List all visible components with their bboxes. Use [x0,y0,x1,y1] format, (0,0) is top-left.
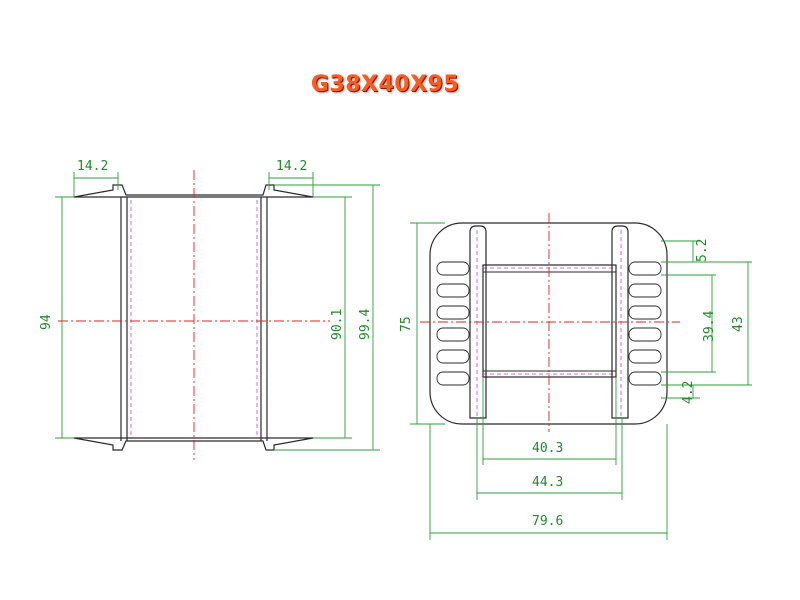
dim-pitch-outer: 43 [731,316,746,332]
bobbin-outline [429,222,668,425]
front-view: 75 5.2 39.4 43 4.2 40.3 44.3 79.6 [399,213,752,540]
right-post [611,225,629,419]
dim-slot-bottom: 4.2 [681,381,696,404]
dim-front-height: 75 [399,316,414,332]
top-flange [73,184,314,198]
side-view: 14.2 14.2 94 90.1 99.4 [39,159,380,460]
right-fins [628,261,662,386]
bottom-flange [73,437,314,451]
dim-flange-left: 14.2 [77,159,108,174]
dim-pitch-inner: 39.4 [702,311,717,342]
center-window [482,264,617,378]
dim-width-inner: 40.3 [532,441,563,456]
dim-width-mid: 44.3 [532,475,563,490]
dim-height-outer: 99.4 [358,309,373,340]
dim-flange-right: 14.2 [276,159,307,174]
dim-width-outer: 79.6 [532,514,563,529]
dim-height-inner: 90.1 [330,309,345,340]
left-post [469,225,487,419]
dim-height-left: 94 [39,314,54,330]
left-fins [436,261,470,386]
dim-slot-top: 5.2 [695,239,710,262]
drawing-title: G38X40X95 [310,72,460,97]
